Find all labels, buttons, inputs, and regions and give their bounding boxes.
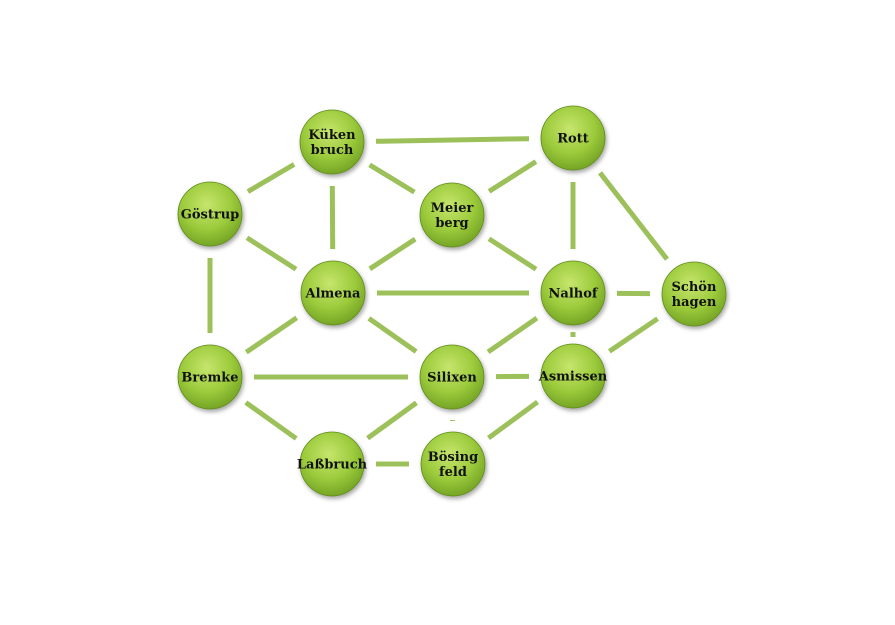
edge-schoenhagen-asmissen — [607, 316, 660, 354]
node-bremke: Bremke — [177, 344, 243, 410]
node-label: Asmissen — [538, 370, 608, 385]
edge-silixen-lassbruch — [366, 400, 418, 441]
node-circle — [299, 431, 365, 497]
edge-rott-schoenhagen — [598, 171, 669, 261]
edge-bremke-lassbruch — [244, 400, 298, 441]
edge-rott-meierberg — [487, 159, 538, 194]
node-label-line: Asmissen — [538, 370, 608, 385]
edge-kuekenbruch-rott — [375, 136, 530, 144]
node-rott: Rott — [540, 105, 606, 171]
node-circle — [661, 261, 727, 327]
node-label-line: berg — [435, 216, 468, 231]
edge-almena-silixen — [367, 316, 418, 354]
node-label: Bremke — [181, 371, 238, 386]
node-circle — [540, 105, 606, 171]
node-label: Rott — [557, 132, 588, 147]
node-asmissen: Asmissen — [538, 343, 608, 409]
node-label-line: Schön — [672, 280, 717, 295]
node-label-line: bruch — [311, 143, 354, 158]
node-circle — [177, 181, 243, 247]
node-label: Laßbruch — [297, 458, 368, 473]
node-circle — [299, 109, 365, 175]
node-label-line: Nalhof — [549, 287, 599, 302]
node-label: Silixen — [427, 371, 477, 386]
node-label-line: Küken — [308, 128, 356, 143]
edge-nalhof-silixen — [486, 316, 539, 354]
node-label-line: hagen — [672, 295, 717, 310]
node-circle — [540, 260, 606, 326]
node-circle — [419, 182, 485, 248]
node-lassbruch: Laßbruch — [297, 431, 368, 497]
node-label-line: Meier — [431, 201, 474, 216]
node-label: Göstrup — [181, 208, 240, 223]
edges-layer — [207, 136, 669, 467]
edge-goestrup-almena — [245, 235, 298, 272]
node-label-line: Bösing — [428, 450, 478, 465]
node-circle — [419, 344, 485, 410]
edge-almena-bremke — [244, 315, 299, 355]
node-label-line: Laßbruch — [297, 458, 368, 473]
node-label-line: Rott — [557, 132, 588, 147]
node-label-line: Göstrup — [181, 208, 240, 223]
edge-kuekenbruch-meierberg — [368, 162, 416, 195]
node-circle — [540, 343, 606, 409]
node-label-line: feld — [439, 465, 467, 480]
node-silixen: Silixen — [419, 344, 485, 410]
node-label-line: Silixen — [427, 371, 477, 386]
node-circle — [177, 344, 243, 410]
node-label-line: Almena — [305, 287, 362, 302]
node-circle — [300, 260, 366, 326]
edge-meierberg-almena — [368, 237, 417, 271]
edge-asmissen-boesingfeld — [487, 399, 539, 441]
edge-kuekenbruch-goestrup — [246, 162, 296, 194]
edge-meierberg-nalhof — [487, 236, 538, 272]
node-almena: Almena — [300, 260, 366, 326]
node-label-line: Bremke — [181, 371, 238, 386]
node-goestrup: Göstrup — [177, 181, 243, 247]
node-circle — [420, 431, 486, 497]
node-nalhof: Nalhof — [540, 260, 606, 326]
node-label: Nalhof — [549, 287, 599, 302]
node-label: Almena — [305, 287, 362, 302]
